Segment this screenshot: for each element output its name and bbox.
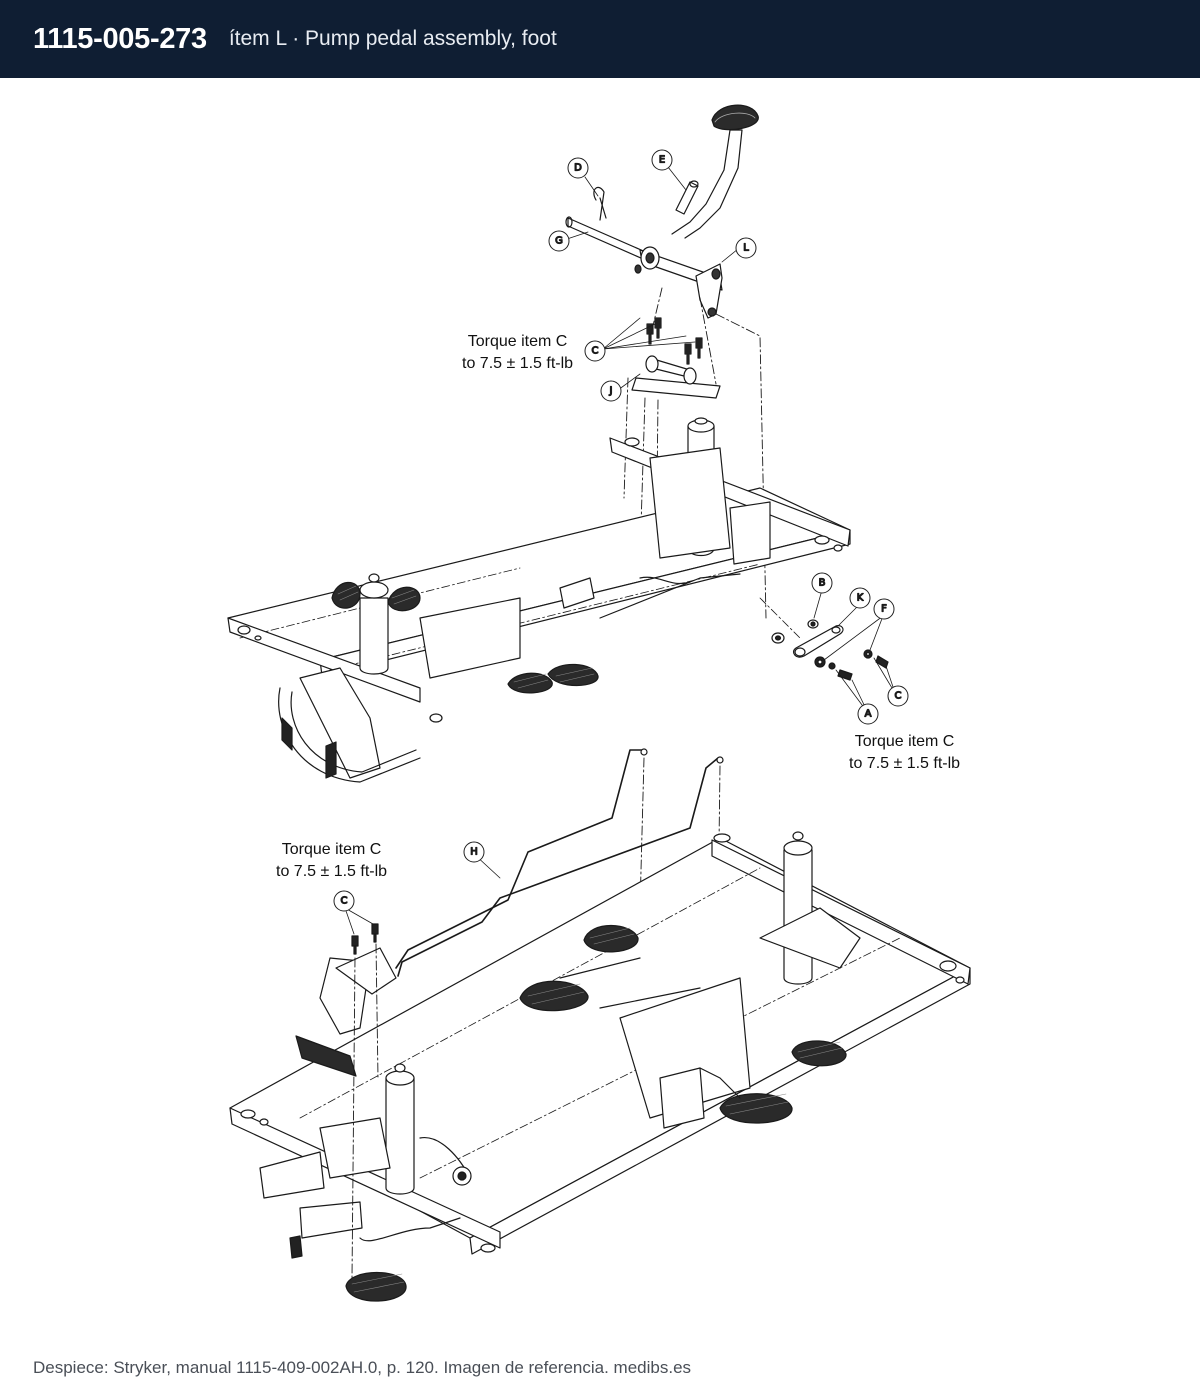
exploded-parts-diagram: D E G L C J B K F C A H C Torque item C … [0, 78, 1200, 1340]
torque-note-line2: to 7.5 ± 1.5 ft-lb [462, 355, 574, 372]
svg-text:G: G [555, 236, 563, 247]
callout-E: E [651, 149, 673, 171]
callout-C-side: C [887, 685, 909, 707]
torque-note-right: Torque item C to 7.5 ± 1.5 ft-lb [849, 731, 960, 775]
torque-note-line1: Torque item C [467, 333, 568, 350]
callout-K: K [849, 587, 871, 609]
source-footer: Despiece: Stryker, manual 1115-409-002AH… [33, 1358, 692, 1377]
torque-note-lower: Torque item C to 7.5 ± 1.5 ft-lb [276, 839, 387, 883]
svg-text:H: H [470, 847, 478, 858]
svg-text:L: L [743, 243, 749, 254]
part-number: 1115-005-273 [33, 22, 207, 55]
header-bar: 1115-005-273 ítem L · Pump pedal assembl… [0, 0, 1200, 78]
svg-text:K: K [857, 593, 864, 604]
svg-text:B: B [819, 578, 826, 589]
svg-text:J: J [609, 386, 613, 397]
callout-F: F [873, 598, 895, 620]
callout-G: G [548, 230, 570, 252]
torque-note-line2: to 7.5 ± 1.5 ft-lb [276, 863, 388, 880]
callout-C-top: C [584, 340, 606, 362]
svg-text:A: A [865, 709, 872, 720]
part-description: ítem L · Pump pedal assembly, foot [228, 27, 557, 50]
callout-D: D [567, 157, 589, 179]
torque-note-line1: Torque item C [854, 733, 955, 750]
torque-note-line1: Torque item C [281, 841, 382, 858]
callout-A: A [857, 703, 879, 725]
upper-base-frame [227, 417, 851, 783]
link-hardware-group [771, 619, 889, 681]
svg-text:D: D [574, 163, 582, 174]
svg-text:C: C [341, 896, 348, 907]
torque-note-top: Torque item C to 7.5 ± 1.5 ft-lb [462, 331, 573, 375]
callout-J: J [600, 380, 622, 402]
svg-text:E: E [659, 155, 665, 166]
diagram-drawing: D E G L C J B K F C A H C [227, 104, 971, 1302]
callout-H: H [463, 841, 485, 863]
svg-text:C: C [895, 691, 902, 702]
svg-text:F: F [881, 604, 887, 615]
callout-L: L [735, 237, 757, 259]
svg-text:C: C [592, 346, 599, 357]
lower-base-frame [229, 831, 971, 1302]
callout-C-lower: C [333, 890, 355, 912]
callout-B: B [811, 572, 833, 594]
torque-note-line2: to 7.5 ± 1.5 ft-lb [849, 755, 961, 772]
